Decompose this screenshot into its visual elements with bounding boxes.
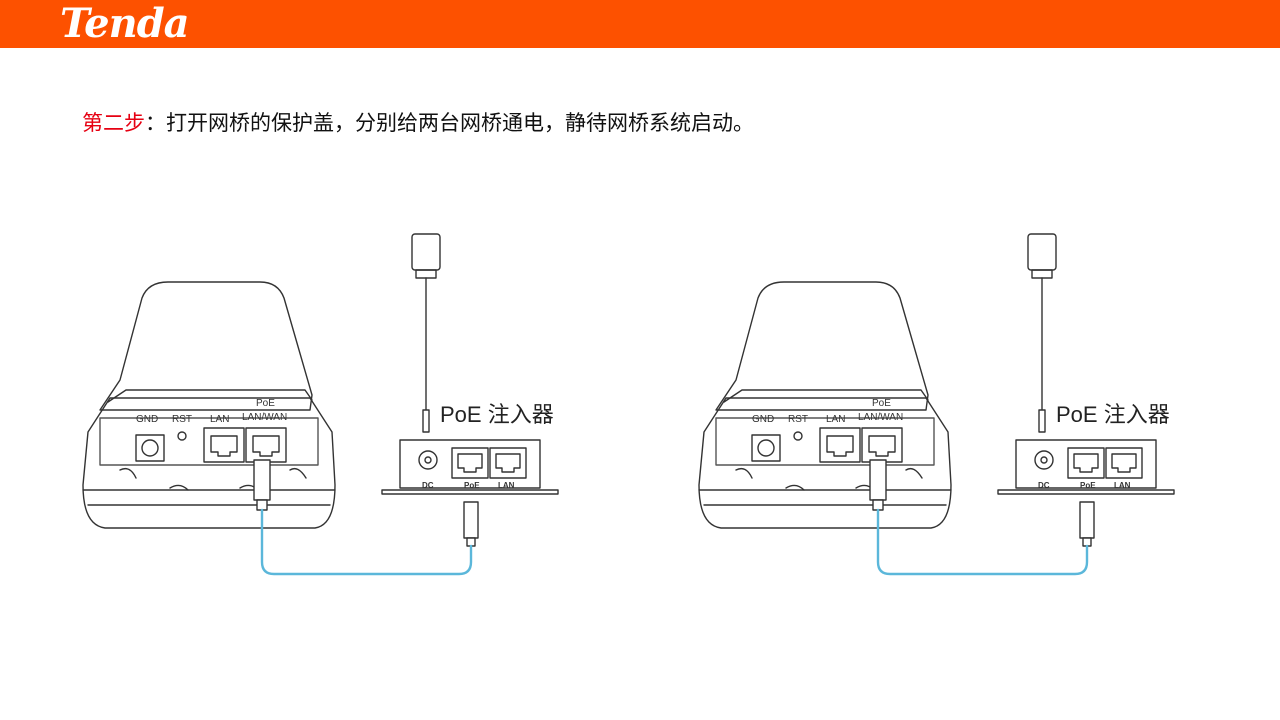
power-adapter <box>411 233 441 271</box>
bridge-lid <box>99 281 313 411</box>
bridge-body <box>698 397 952 529</box>
poe-injector <box>399 439 541 489</box>
power-adapter <box>1027 233 1057 271</box>
bridge-lid <box>715 281 929 411</box>
label-gnd: GND <box>752 414 774 425</box>
label-rst: RST <box>172 414 192 425</box>
label-injector-poe: PoE <box>464 481 480 490</box>
diagram-svg-left: GND RST LAN PoE LAN/WAN PoE 注入器 DC PoE L… <box>82 233 559 576</box>
label-injector-lan: LAN <box>1114 481 1131 490</box>
bridge-rj45-plug <box>253 459 271 501</box>
label-dc: DC <box>1038 481 1050 490</box>
injector-rj45-plug <box>1079 501 1095 539</box>
label-injector-poe: PoE <box>1080 481 1096 490</box>
poe-injector <box>1015 439 1157 489</box>
label-poe-injector: PoE 注入器 <box>1056 402 1170 427</box>
tenda-logo: Tenda <box>60 0 190 47</box>
diagram-svg-right: GND RST LAN PoE LAN/WAN PoE 注入器 DC PoE L… <box>698 233 1175 576</box>
connection-diagram-right: GND RST LAN PoE LAN/WAN PoE 注入器 DC PoE L… <box>696 220 1186 590</box>
ethernet-cable <box>260 508 473 576</box>
label-lan: LAN <box>210 414 229 425</box>
bridge-rj45-plug <box>869 459 887 501</box>
label-lan: LAN <box>826 414 845 425</box>
label-lan-wan: LAN/WAN <box>242 412 287 423</box>
label-poe: PoE <box>256 398 275 409</box>
bridge-body <box>82 397 336 529</box>
label-gnd: GND <box>136 414 158 425</box>
label-dc: DC <box>422 481 434 490</box>
label-poe: PoE <box>872 398 891 409</box>
connection-diagram-left: GND RST LAN PoE LAN/WAN PoE 注入器 DC PoE L… <box>80 220 570 590</box>
label-rst: RST <box>788 414 808 425</box>
step-text: ：打开网桥的保护盖，分别给两台网桥通电，静待网桥系统启动。 <box>145 111 754 135</box>
injector-rj45-plug <box>463 501 479 539</box>
step-instruction: 第二步：打开网桥的保护盖，分别给两台网桥通电，静待网桥系统启动。 <box>82 108 754 138</box>
step-label: 第二步 <box>82 111 145 135</box>
ethernet-cable <box>876 508 1089 576</box>
label-poe-injector: PoE 注入器 <box>440 402 554 427</box>
label-lan-wan: LAN/WAN <box>858 412 903 423</box>
header-bar: Tenda <box>0 0 1280 48</box>
label-injector-lan: LAN <box>498 481 515 490</box>
